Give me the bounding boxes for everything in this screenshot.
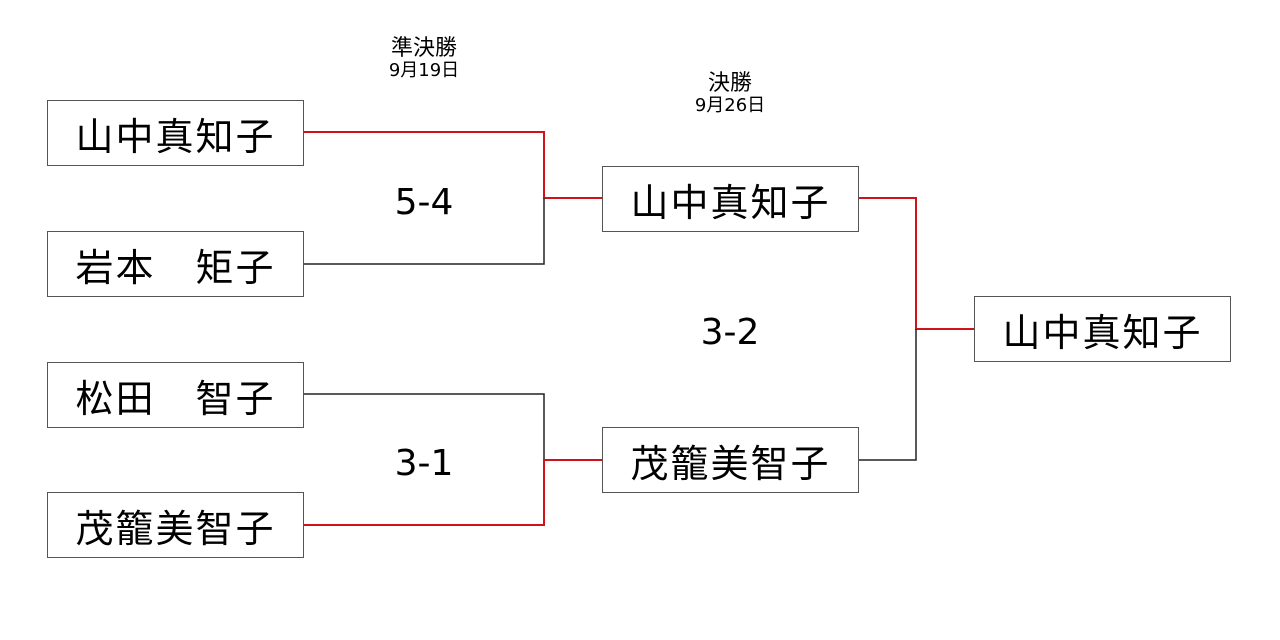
sf2-bottom-connector [303,459,602,526]
final-player-bottom-box: 茂籠美智子 [602,427,859,493]
sf2-top-connector [303,393,545,460]
final-top-connector [858,197,974,330]
semifinal-round-name: 準決勝 [390,36,457,61]
sf2-player-bottom-box: 茂籠美智子 [47,492,304,558]
semifinal-round-date: 9月19日 [388,60,460,82]
sf1-player-top-name: 山中真知子 [75,114,276,159]
final-round-date: 9月26日 [694,95,766,117]
final-bottom-connector [858,329,917,461]
champion-name: 山中真知子 [1002,310,1203,355]
sf1-bottom-connector [303,198,545,265]
final-player-top-name: 山中真知子 [630,180,831,225]
champion-box: 山中真知子 [974,296,1231,362]
final-player-bottom-name: 茂籠美智子 [630,441,831,486]
sf1-player-bottom-box: 岩本 矩子 [47,231,304,297]
sf1-player-bottom-name: 岩本 矩子 [75,245,276,290]
semifinal-round-label: 準決勝 9月19日 [362,36,486,82]
sf2-score: 3-1 [394,443,454,484]
sf1-top-connector [303,131,602,199]
final-score: 3-2 [700,312,760,353]
sf2-player-top-name: 松田 智子 [75,376,276,421]
final-round-name: 決勝 [707,71,752,96]
sf2-player-bottom-name: 茂籠美智子 [75,506,276,551]
final-player-top-box: 山中真知子 [602,166,859,232]
sf2-player-top-box: 松田 智子 [47,362,304,428]
final-round-label: 決勝 9月26日 [668,71,792,117]
sf1-player-top-box: 山中真知子 [47,100,304,166]
sf1-score: 5-4 [394,182,454,223]
